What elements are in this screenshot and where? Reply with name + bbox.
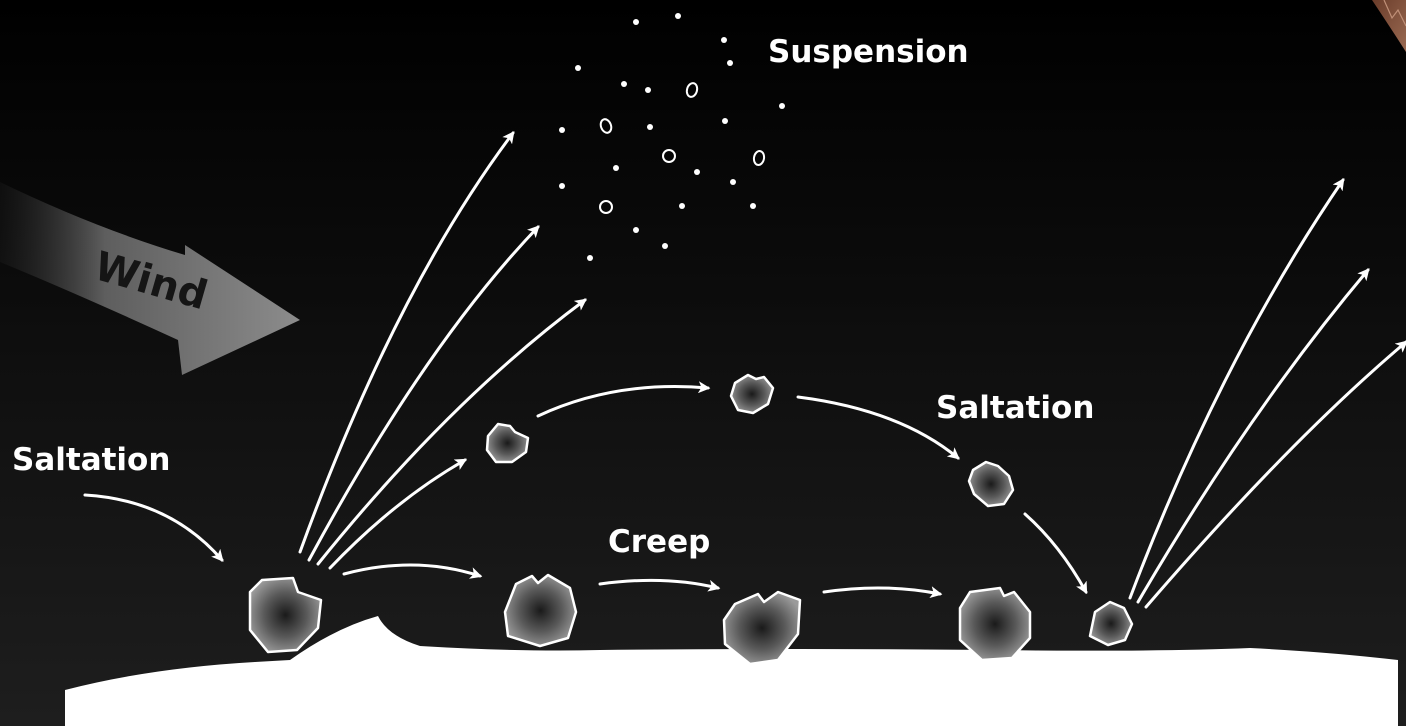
dust-particle xyxy=(662,243,668,249)
saltation-label-right: Saltation xyxy=(936,390,1094,426)
creep-label: Creep xyxy=(608,524,710,560)
dust-particle xyxy=(675,13,681,19)
dust-particle xyxy=(779,103,785,109)
dust-particle xyxy=(750,203,756,209)
dust-particle xyxy=(575,65,581,71)
suspension-label: Suspension xyxy=(768,34,969,70)
sand-grain-icon xyxy=(505,575,576,646)
dust-particle xyxy=(679,203,685,209)
dust-particle xyxy=(559,183,565,189)
dust-particle xyxy=(721,37,727,43)
dust-particle xyxy=(730,179,736,185)
saltation-label-left: Saltation xyxy=(12,442,170,478)
dust-particle xyxy=(587,255,593,261)
dust-particle xyxy=(722,118,728,124)
sand-grain-icon xyxy=(960,588,1030,660)
dust-particle xyxy=(647,124,653,130)
dust-particle xyxy=(694,169,700,175)
dust-particle xyxy=(727,60,733,66)
dust-particle xyxy=(621,81,627,87)
dust-particle xyxy=(633,19,639,25)
dust-particle xyxy=(645,87,651,93)
dust-particle xyxy=(613,165,619,171)
dust-particle xyxy=(559,127,565,133)
dust-particle xyxy=(633,227,639,233)
